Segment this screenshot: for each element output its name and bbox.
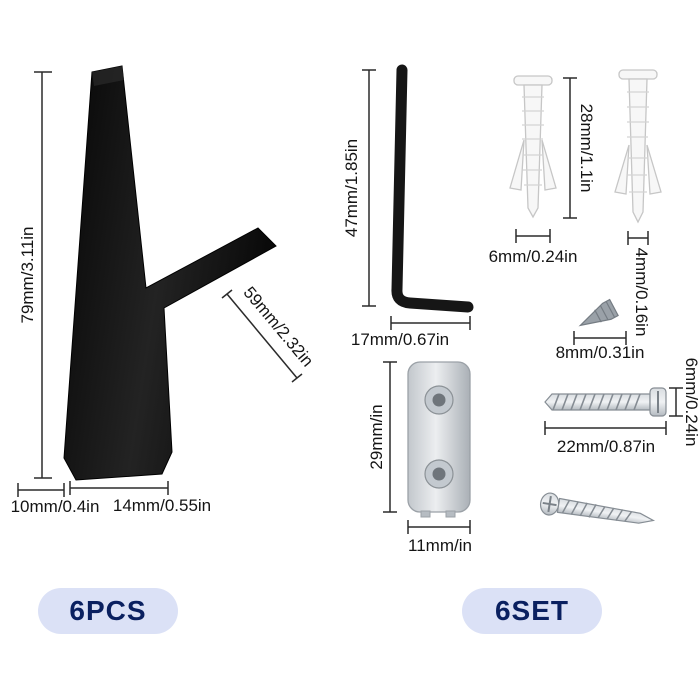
screw-length-label: 22mm/0.87in	[556, 437, 656, 456]
allen-key-length-label: 47mm/1.85in	[342, 138, 361, 238]
screw-diameter-label: 6mm/0.24in	[682, 357, 700, 447]
hook-height-label: 79mm/3.11in	[18, 226, 37, 324]
dim-hook-base-depth	[17, 483, 65, 497]
dim-hook-arm	[221, 289, 303, 383]
dim-anchor-outer-diameter	[515, 229, 551, 243]
hooks-count-badge: 6PCS	[38, 588, 178, 634]
dim-screw-length	[544, 421, 667, 435]
hook-base-width-label: 14mm/0.55in	[112, 496, 212, 515]
anchor-length-label: 28mm/1.1in	[577, 103, 596, 193]
plate-height-label: 29mm/in	[367, 404, 386, 470]
dim-set-screw-length	[573, 331, 627, 345]
hardware-count-label: 6SET	[494, 595, 570, 626]
dim-anchor-inner-diameter	[627, 231, 649, 245]
bottom-screw-illustration	[539, 492, 656, 524]
set-screw-length-label: 8mm/0.31in	[555, 343, 645, 362]
anchor-outer-diameter-label: 6mm/0.24in	[488, 247, 578, 266]
dim-allen-length	[362, 69, 376, 307]
hooks-count-label: 6PCS	[69, 595, 147, 626]
dim-hook-height	[34, 71, 52, 479]
mounting-plate-illustration	[407, 361, 471, 518]
dim-allen-short-arm	[390, 316, 471, 330]
wall-hook-illustration	[63, 65, 277, 481]
dim-hook-base-width	[69, 481, 169, 495]
plate-width-label: 11mm/in	[408, 536, 472, 555]
dim-anchor-length	[563, 77, 577, 219]
allen-key-illustration	[391, 64, 474, 313]
dim-plate-width	[407, 520, 471, 534]
dim-plate-height	[383, 361, 397, 513]
long-screw-illustration	[544, 387, 667, 417]
anchor-inner-diameter-label: 4mm/0.16in	[632, 247, 651, 337]
set-screw-illustration	[578, 298, 619, 327]
dim-screw-diameter	[669, 387, 683, 417]
allen-key-short-arm-label: 17mm/0.67in	[350, 330, 450, 349]
wall-anchor-2-illustration	[614, 69, 662, 224]
hook-base-depth-label: 10mm/0.4in	[10, 497, 100, 516]
wall-anchor-1-illustration	[509, 75, 557, 219]
hardware-count-badge: 6SET	[462, 588, 602, 634]
